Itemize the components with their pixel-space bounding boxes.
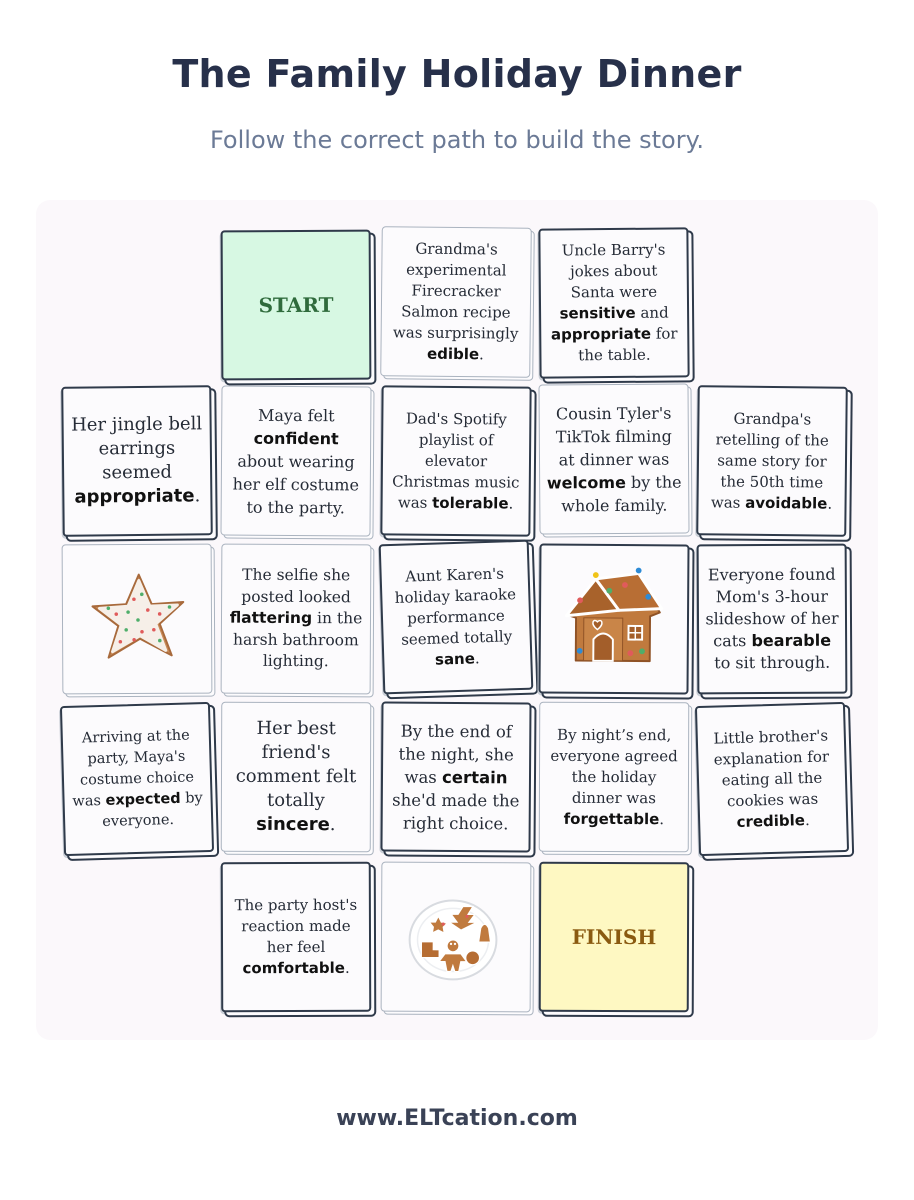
game-board: START Grandma's experimental Firecracker… (36, 200, 878, 1040)
tile-spotify[interactable]: Dad's Spotify playlist of elevator Chris… (380, 385, 532, 537)
page-subtitle: Follow the correct path to build the sto… (209, 126, 705, 154)
start-label: START (258, 292, 334, 318)
tile-text: Cousin Tyler's TikTok filming at dinner … (546, 403, 682, 515)
tile-barry[interactable]: Uncle Barry's jokes about Santa were sen… (538, 227, 690, 379)
tile-karen[interactable]: Aunt Karen's holiday karaoke performance… (378, 539, 534, 695)
finish-label: FINISH (571, 924, 657, 950)
tile-grandma[interactable]: Grandma's experimental Firecracker Salmo… (380, 226, 532, 378)
tile-night[interactable]: By the end of the night, she was certain… (380, 701, 532, 853)
gingerbread-house-icon (564, 567, 664, 663)
tile-finish[interactable]: FINISH (538, 861, 690, 1013)
tile-text: Uncle Barry's jokes about Santa were sen… (550, 240, 678, 365)
tile-text: The selfie she posted looked flattering … (229, 565, 363, 671)
tile-text: By night’s end, everyone agreed the holi… (550, 725, 678, 828)
tile-earrings[interactable]: Her jingle bell earrings seemed appropri… (61, 385, 213, 537)
tile-text: Everyone found Mom's 3-hour slideshow of… (705, 564, 839, 673)
tile-tyler[interactable]: Cousin Tyler's TikTok filming at dinner … (538, 383, 690, 535)
tile-slideshow[interactable]: Everyone found Mom's 3-hour slideshow of… (696, 543, 848, 695)
tile-text: Maya felt confident about wearing her el… (232, 405, 360, 517)
tile-start[interactable]: START (220, 229, 372, 381)
tile-selfie[interactable]: The selfie she posted looked flattering … (220, 543, 372, 695)
page-title: The Family Holiday Dinner (172, 52, 742, 96)
tile-gingerbread-house[interactable] (538, 543, 690, 695)
tile-text: Dad's Spotify playlist of elevator Chris… (392, 409, 520, 513)
tile-text: Her jingle bell earrings seemed appropri… (71, 413, 203, 508)
tile-friend[interactable]: Her best friend's comment felt totally s… (220, 701, 372, 853)
tile-cookie-plate[interactable] (380, 861, 532, 1013)
tile-arriving[interactable]: Arriving at the party, Maya's costume ch… (59, 701, 215, 857)
footer-url[interactable]: www.ELTcation.com (336, 1106, 578, 1131)
star-cookie-icon (91, 573, 185, 659)
tile-text: Aunt Karen's holiday karaoke performance… (394, 563, 517, 669)
tile-text: Arriving at the party, Maya's costume ch… (72, 727, 203, 830)
tile-text: By the end of the night, she was certain… (392, 721, 520, 833)
tile-text: The party host's reaction made her feel … (234, 895, 358, 978)
tile-text: Her best friend's comment felt totally s… (235, 717, 357, 836)
tile-brother[interactable]: Little brother's explanation for eating … (694, 701, 850, 857)
tile-maya[interactable]: Maya felt confident about wearing her el… (220, 385, 372, 537)
tile-grandpa[interactable]: Grandpa's retelling of the same story fo… (696, 385, 848, 537)
tile-host[interactable]: The party host's reaction made her feel … (220, 861, 372, 1013)
tile-text: Grandma's experimental Firecracker Salmo… (392, 239, 519, 364)
tile-text: Little brother's explanation for eating … (713, 725, 830, 831)
tile-nightsend[interactable]: By night’s end, everyone agreed the holi… (538, 701, 690, 853)
tile-star-cookie[interactable] (61, 543, 213, 695)
cookie-plate-icon (408, 899, 498, 981)
tile-text: Grandpa's retelling of the same story fo… (710, 409, 833, 513)
